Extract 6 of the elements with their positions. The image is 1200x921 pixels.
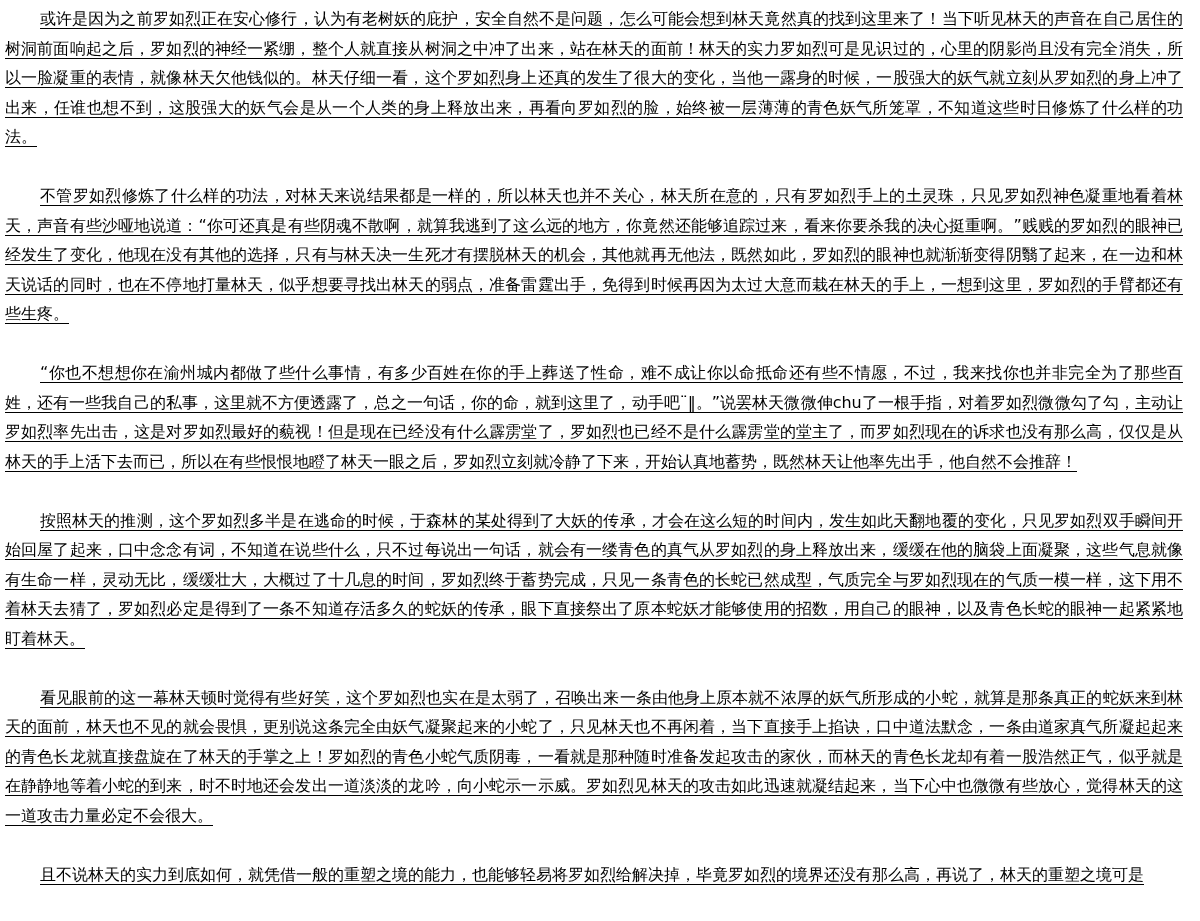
paragraph: “你也不想想你在渝州城内都做了些什么事情，有多少百姓在你的手上葬送了性命，难不成让你以命抵命还有些不情愿，不过，我来找你也并非完全为了那些百姓，还有一些我自己的私事，这里就不方便透露了，总之一句话，你的命，就到这里了，动手吧¨‖。”说罢林天微微伸chu了一根手指，对着罗如烈微微勾了勾，主动让罗如烈率先出击，这是对罗如烈最好的藐视！但是现在已经没有什么霹雳堂了，罗如烈也已经不是什么霹雳堂的堂主了，而罗如烈现在的诉求也没有那么高，仅仅是从林天的手上活下去而已，所以在有些恨恨地瞪了林天一眼之后，罗如烈立刻就冷静了下来，开始认真地蓄势，既然林天让他率先出手，他自然不会推辞！	[5, 362, 1183, 473]
paragraph: 或许是因为之前罗如烈正在安心修行，认为有老树妖的庇护，安全自然不是问题，怎么可能会想到林天竟然真的找到这里来了！当下听见林天的声音在自己居住的树洞前面响起之后，罗如烈的神经一紧绷，整个人就直接从树洞之中冲了出来，站在林天的面前！林天的实力罗如烈可是见识过的，心里的阴影尚且没有完全消失，所以一脸凝重的表情，就像林天欠他钱似的。林天仔细一看，这个罗如烈身上还真的发生了很大的变化，当他一露身的时候，一股强大的妖气就立刻从罗如烈的身上冲了出来，任谁也想不到，这股强大的妖气会是从一个人类的身上释放出来，再看向罗如烈的脸，始终被一层薄薄的青色妖气所笼罩，不知道这些时日修炼了什么样的功法。	[5, 8, 1183, 148]
paragraph: 按照林天的推测，这个罗如烈多半是在逃命的时候，于森林的某处得到了大妖的传承，才会在这么短的时间内，发生如此天翻地覆的变化，只见罗如烈双手瞬间开始回屋了起来，口中念念有词，不知道在说些什么，只不过每说出一句话，就会有一缕青色的真气从罗如烈的身上释放出来，缓缓在他的脑袋上面凝聚，这些气息就像有生命一样，灵动无比，缓缓壮大，大概过了十几息的时间，罗如烈终于蓄势完成，只见一条青色的长蛇已然成型，气质完全与罗如烈现在的气质一模一样，这下用不着林天去猜了，罗如烈必定是得到了一条不知道存活多久的蛇妖的传承，眼下直接祭出了原本蛇妖才能够使用的招数，用自己的眼神，以及青色长蛇的眼神一起紧紧地盯着林天。	[5, 509, 1183, 650]
paragraph: 不管罗如烈修炼了什么样的功法，对林天来说结果都是一样的，所以林天也并不关心，林天所在意的，只有罗如烈手上的土灵珠，只见罗如烈神色凝重地看着林天，声音有些沙哑地说道：“你可还真是有些阴魂不散啊，就算我逃到了这么远的地方，你竟然还能够追踪过来，看来你要杀我的决心挺重啊。”贱贱的罗如烈的眼神已经发生了变化，他现在没有其他的选择，只有与林天决一生死才有摆脱林天的机会，其他就再无他法，既然如此，罗如烈的眼神也就渐渐变得阴翳了起来，在一边和林天说话的同时，也在不停地打量林天，似乎想要寻找出林天的弱点，准备雷霆出手，免得到时候再因为太过大意而栽在林天的手上，一想到这里，罗如烈的手臂都还有些生疼。	[5, 185, 1183, 325]
paragraph: 且不说林天的实力到底如何，就凭借一般的重塑之境的能力，也能够轻易将罗如烈给解决掉，毕竟罗如烈的境界还没有那么高，再说了，林天的重塑之境可是	[39, 863, 1145, 886]
paragraph: 看见眼前的这一幕林天顿时觉得有些好笑，这个罗如烈也实在是太弱了，召唤出来一条由他身上原本就不浓厚的妖气所形成的小蛇，就算是那条真正的蛇妖来到林天的面前，林天也不见的就会畏惧，更别说这条完全由妖气凝聚起来的小蛇了，只见林天也不再闲着，当下直接手上掐诀，口中道法默念，一条由道家真气所凝起起来的青色长龙就直接盘旋在了林天的手掌之上！罗如烈的青色小蛇气质阴毒，一看就是那种随时准备发起攻击的家伙，而林天的青色长龙却有着一股浩然正气，似乎就是在静静地等着小蛇的到来，时不时地还会发出一道淡淡的龙吟，向小蛇示一示威。罗如烈见林天的攻击如此迅速就凝结起来，当下心中也微微有些放心，觉得林天的这一道攻击力量必定不会很大。	[5, 686, 1183, 827]
